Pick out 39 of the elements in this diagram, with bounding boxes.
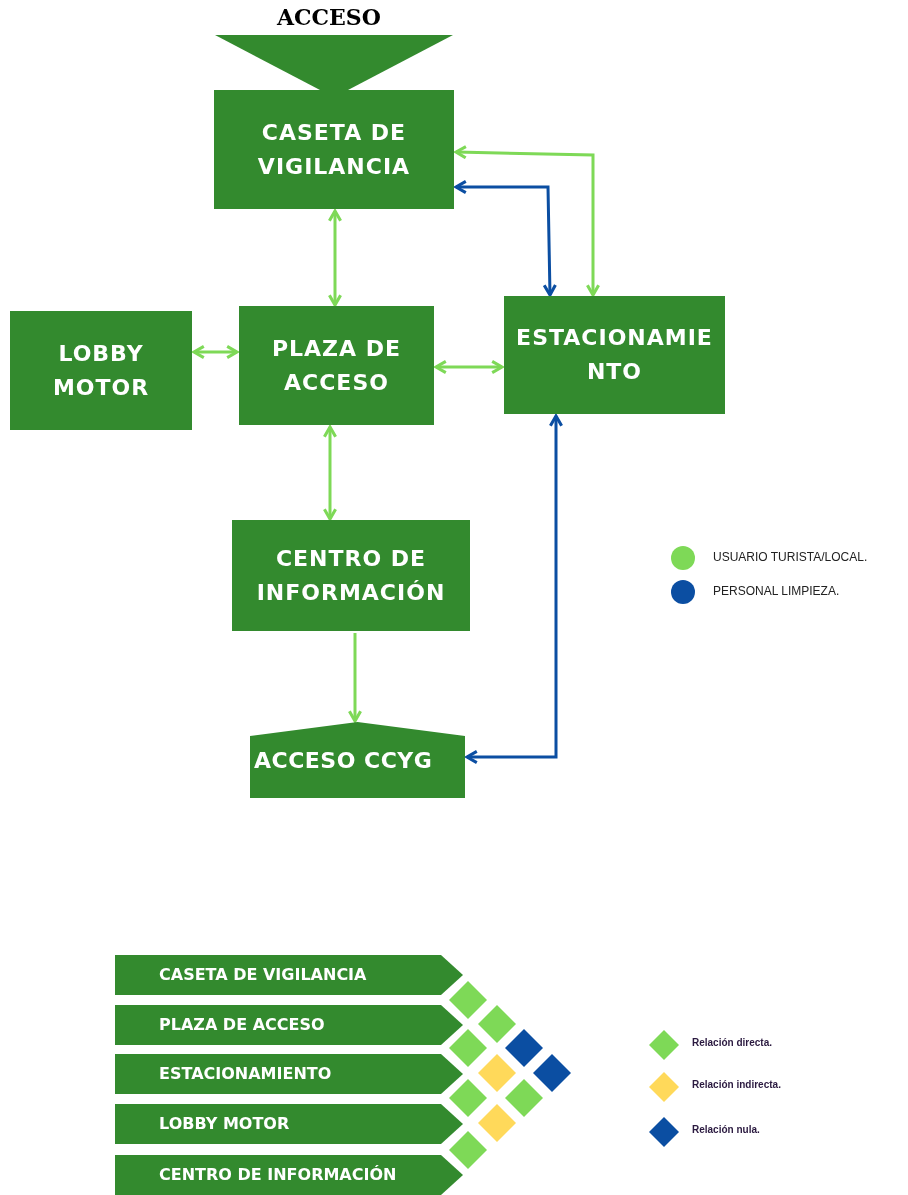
band-label: CASETA DE VIGILANCIA	[159, 965, 367, 984]
arrow	[434, 359, 504, 375]
legend-label: USUARIO TURISTA/LOCAL.	[713, 550, 868, 564]
relation-diamond	[449, 1079, 487, 1117]
arrow	[347, 633, 363, 723]
box-label: CASETA DE VIGILANCIA	[256, 118, 412, 181]
legend-label: Relación nula.	[692, 1124, 760, 1135]
process-box	[10, 311, 192, 430]
box-label: ACCESO CCYG	[254, 747, 433, 775]
legend-label: PERSONAL LIMPIEZA.	[713, 584, 840, 598]
box-label: ESTACIONAMIE NTO	[515, 324, 714, 386]
legend-label: Relación indirecta.	[692, 1079, 781, 1090]
relation-diamond	[478, 1005, 516, 1043]
band-label: ESTACIONAMIENTO	[159, 1064, 332, 1083]
relation-diamond	[478, 1104, 516, 1142]
box-label: CENTRO DE INFORMACIÓN	[255, 544, 447, 607]
box-label: LOBBY MOTOR	[51, 339, 151, 402]
arrow	[454, 179, 557, 297]
arrow	[327, 209, 343, 307]
arrow	[454, 145, 601, 297]
band-label: LOBBY MOTOR	[159, 1114, 290, 1133]
legend-label: Relación directa.	[692, 1037, 773, 1048]
relation-diamond	[449, 981, 487, 1019]
relation-diamond	[478, 1054, 516, 1092]
arrow	[465, 414, 564, 765]
entrance-label: ACCESO	[277, 4, 381, 30]
relation-diamond	[449, 1029, 487, 1067]
band-label: PLAZA DE ACCESO	[159, 1015, 325, 1034]
process-box	[239, 306, 434, 425]
process-box	[504, 296, 725, 414]
relation-diamond	[505, 1029, 543, 1067]
arrow	[192, 344, 239, 360]
arrow	[322, 425, 338, 521]
relation-diamond	[533, 1054, 571, 1092]
relation-diamond	[449, 1131, 487, 1169]
process-box	[232, 520, 470, 631]
relation-diamond	[505, 1079, 543, 1117]
band-label: CENTRO DE INFORMACIÓN	[159, 1165, 397, 1184]
box-label: PLAZA DE ACCESO	[270, 334, 403, 397]
